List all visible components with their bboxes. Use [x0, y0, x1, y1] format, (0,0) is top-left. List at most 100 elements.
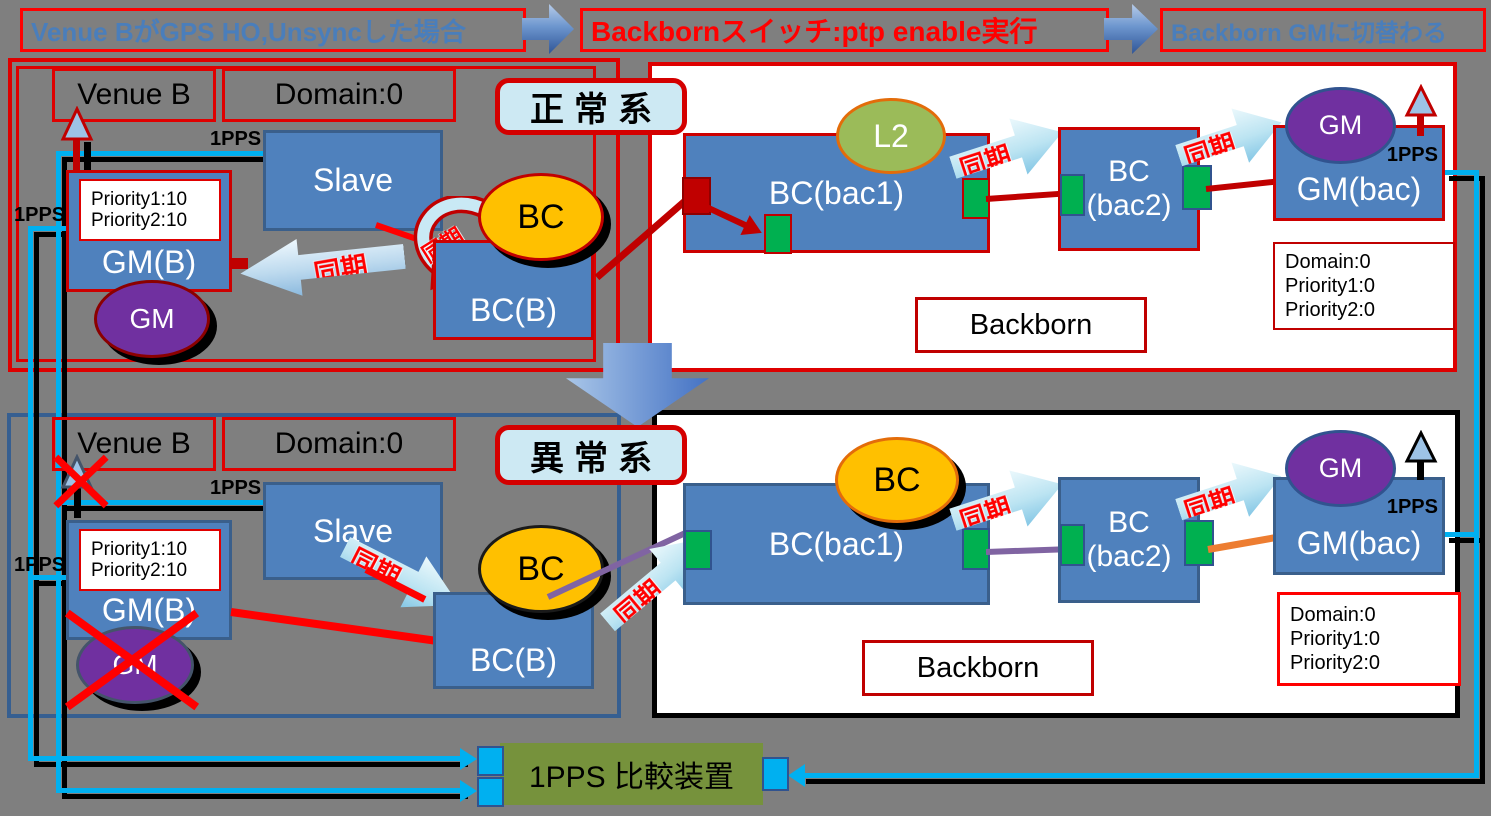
- gm-ellipse-backborn-abnormal: GM: [1285, 430, 1396, 507]
- ptp-port-green: [1060, 174, 1085, 216]
- gmbac-label: GM(bac): [1296, 170, 1422, 207]
- domain-label-normal: Domain:0: [222, 68, 456, 122]
- pps-cable-slave-top: [58, 151, 263, 156]
- ptp-port-red: [682, 177, 711, 215]
- bcb-text: BC(B): [469, 642, 558, 678]
- gps-antenna-icon: [60, 106, 94, 141]
- gps-antenna-icon: [1404, 84, 1438, 117]
- slave-node-abnormal: Slave: [263, 482, 443, 580]
- pps-cable-left-a: [28, 226, 33, 758]
- pps-cable-gmb2: [30, 575, 70, 580]
- gmb-priority-box-normal: Priority1:10 Priority2:10: [79, 179, 221, 241]
- backbone-settings-normal: Domain:0 Priority1:0 Priority2:0: [1273, 242, 1455, 330]
- venue-normal-container: [8, 58, 620, 372]
- backborn-label-normal: Backborn: [915, 297, 1147, 353]
- pps-comparator-device: 1PPS 比較装置: [500, 743, 763, 805]
- bc-text: BC: [517, 197, 565, 236]
- bc-ellipse-abnormal: BC: [478, 525, 604, 613]
- header-step-2-text: Backbornスイッチ:ptp enable実行: [591, 16, 1038, 47]
- venue-b-text: Venue B: [77, 427, 191, 460]
- bc-ellipse-bac1: BC: [835, 437, 959, 523]
- bcbac1-node-normal: BC(bac1): [683, 133, 990, 253]
- priority2-text: Priority2:10: [91, 210, 188, 231]
- pps-port-cyan: [477, 746, 504, 776]
- ptp-port-green: [764, 214, 792, 254]
- pps-cable-left-b-bottom: [56, 788, 462, 793]
- abnormal-text: 異常系: [530, 439, 662, 478]
- gmb-node-abnormal: Priority1:10 Priority2:10 GM(B): [66, 520, 232, 640]
- ptp-port-green: [684, 530, 712, 570]
- l2-ellipse: L2: [836, 98, 946, 174]
- priority1-text: Priority1:10: [91, 189, 188, 210]
- domain-label-abnormal: Domain:0: [222, 417, 456, 471]
- priority1-setting: Priority1:0: [1285, 275, 1376, 297]
- bc-text: BC: [873, 460, 921, 499]
- pps-cable-gmbac-bottom: [1443, 532, 1475, 537]
- ptp-port-green: [1184, 520, 1214, 566]
- pps-label: 1PPS: [1386, 496, 1438, 518]
- backbone-settings-abnormal: Domain:0 Priority1:0 Priority2:0: [1277, 592, 1461, 686]
- pps-cable-slave-bottom: [58, 500, 263, 505]
- gm-ellipse-backborn-normal: GM: [1285, 87, 1396, 164]
- pps-comparator-text: 1PPS 比較装置: [528, 761, 735, 794]
- domain-setting: Domain:0: [1285, 251, 1371, 273]
- backborn-label-abnormal: Backborn: [862, 640, 1094, 696]
- flow-arrow-icon: [522, 4, 574, 54]
- header-step-3: Backborn GMに切替わる: [1160, 8, 1486, 52]
- gmbac-label: GM(bac): [1296, 524, 1422, 561]
- pps-label: 1PPS: [210, 128, 262, 150]
- bcbac2-text: BC: [1108, 506, 1150, 539]
- ptp-port-green: [962, 528, 990, 570]
- venue-b-label-normal: Venue B: [52, 68, 216, 122]
- pps-label: 1PPS: [14, 204, 66, 226]
- bcbac2-text: (bac2): [1086, 540, 1172, 573]
- l2-text: L2: [873, 117, 909, 154]
- header-step-1-text: Venue BがGPS HO,Unsyncした場合: [31, 16, 466, 47]
- pps-cable-left-a-bottom: [28, 756, 462, 761]
- pps-label: 1PPS: [210, 477, 262, 499]
- domain-text: Domain:0: [274, 78, 404, 111]
- abnormal-section-tag: 異常系: [495, 425, 687, 485]
- bc-text: BC: [517, 549, 565, 588]
- gmb-label: GM(B): [101, 243, 197, 280]
- header-step-2: Backbornスイッチ:ptp enable実行: [580, 8, 1109, 52]
- bcb-text: BC(B): [469, 291, 558, 328]
- gm-text: GM: [1318, 110, 1363, 140]
- flow-arrow-icon: [1104, 4, 1158, 54]
- header-step-1: Venue BがGPS HO,Unsyncした場合: [20, 8, 526, 52]
- slave-text: Slave: [312, 162, 394, 198]
- pps-port-cyan: [477, 777, 504, 807]
- gm-text: GM: [129, 303, 175, 334]
- cable-arrowhead-icon: [460, 748, 477, 770]
- pps-cable-gmb: [30, 226, 70, 231]
- normal-section-tag: 正常系: [495, 78, 687, 135]
- gmb-priority-box-abnormal: Priority1:10 Priority2:10: [79, 529, 221, 591]
- priority1-setting: Priority1:0: [1290, 628, 1381, 650]
- normal-text: 正常系: [530, 91, 662, 129]
- cable-arrowhead-icon: [460, 780, 477, 802]
- priority2-setting: Priority2:0: [1290, 652, 1381, 674]
- priority2-setting: Priority2:0: [1285, 299, 1376, 321]
- venue-b-text: Venue B: [77, 78, 191, 111]
- priority2-text: Priority2:10: [91, 560, 188, 581]
- bcbac1-text: BC(bac1): [768, 174, 905, 211]
- pps-cable-gmbac-top: [1443, 170, 1475, 175]
- priority1-text: Priority1:10: [91, 539, 188, 560]
- pps-label: 1PPS: [1386, 144, 1438, 166]
- venue-b-label-abnormal: Venue B: [52, 417, 216, 471]
- bcbac1-text: BC(bac1): [768, 525, 905, 562]
- header-step-3-text: Backborn GMに切替わる: [1171, 19, 1448, 47]
- backborn-text: Backborn: [916, 651, 1040, 684]
- ptp-port-green: [1060, 524, 1085, 566]
- bcbac2-node-abnormal: BC (bac2): [1058, 477, 1200, 603]
- pps-port-cyan: [762, 757, 789, 791]
- domain-text: Domain:0: [274, 427, 404, 460]
- gps-antenna-icon: [1404, 430, 1438, 463]
- pps-label: 1PPS: [14, 554, 66, 576]
- bcbac2-text: BC: [1108, 155, 1150, 188]
- slave-node-normal: Slave: [263, 130, 443, 231]
- pps-cable-right: [1474, 170, 1479, 775]
- gm-ellipse-normal: GM: [94, 280, 210, 358]
- gm-text: GM: [1318, 453, 1363, 483]
- backborn-text: Backborn: [969, 308, 1093, 341]
